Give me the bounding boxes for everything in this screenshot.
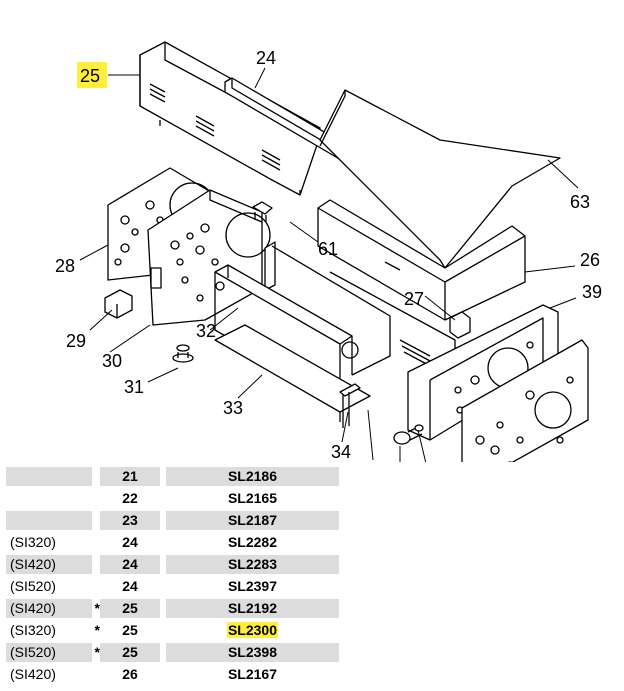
part-number-cell: SL2398: [166, 643, 339, 662]
table-row: (SI320) 24 SL2282: [6, 533, 339, 552]
table-row: (SI420)*25 SL2192: [6, 599, 339, 618]
item-cell: 24: [100, 555, 160, 574]
model-cell: [6, 467, 92, 486]
model-cell: (SI420): [10, 666, 56, 682]
exploded-parts-diagram: 25 24 63 26 27 28 29 30 31 32 33 34 35 3…: [55, 41, 602, 462]
callout-31: 31: [124, 377, 144, 397]
table-row: (SI420) 26 SL2167: [6, 665, 339, 684]
part-31-foot: [172, 344, 194, 363]
callout-24: 24: [256, 48, 276, 68]
model-cell: (SI420): [6, 555, 92, 574]
star-cell: [92, 533, 100, 552]
star-cell: [92, 555, 100, 574]
part-38-right-plate: [461, 339, 589, 462]
star-cell: *: [94, 622, 100, 638]
model-cell: [6, 489, 92, 508]
highlighted-part-number: SL2300: [226, 622, 279, 638]
part-26-rear-housing: [317, 199, 526, 321]
callout-26: 26: [580, 250, 600, 270]
star-cell: *: [94, 600, 100, 616]
part-36-screw: [393, 424, 424, 445]
star-cell: [92, 577, 100, 596]
part-number-cell: SL2282: [227, 534, 278, 550]
callout-29: 29: [66, 331, 86, 351]
part-63-lid: [319, 89, 561, 269]
table-row: (SI520)*25 SL2398: [6, 643, 339, 662]
item-cell: 23: [100, 511, 160, 530]
part-25-top-cover: [139, 41, 321, 196]
callouts: 25 24 63 26 27 28 29 30 31 32 33 34 35 3…: [55, 48, 602, 462]
callout-30: 30: [102, 351, 122, 371]
item-cell: 24: [122, 578, 138, 594]
part-34-clip: [339, 383, 361, 428]
table-row: 23 SL2187: [6, 511, 339, 530]
part-number-cell: SL2283: [166, 555, 339, 574]
part-32-chassis: [214, 245, 456, 403]
star-cell: [92, 467, 100, 486]
table-row: (SI320) * 25 SL2300: [6, 621, 339, 640]
part-61-bracket: [252, 201, 276, 291]
part-number-cell: SL2167: [227, 666, 278, 682]
leader-lines: [79, 67, 579, 462]
part-number-cell: SL2192: [166, 599, 339, 618]
item-cell: 21: [100, 467, 160, 486]
table-row: (SI420) 24 SL2283: [6, 555, 339, 574]
star-cell: [92, 511, 100, 530]
callout-25: 25: [80, 66, 100, 86]
part-33-base: [214, 324, 371, 422]
item-cell: 24: [122, 534, 138, 550]
callout-34: 34: [331, 442, 351, 462]
callout-27: 27: [404, 289, 424, 309]
item-cell: 25: [122, 622, 138, 638]
table-row: 22 SL2165: [6, 489, 339, 508]
model-cell: (SI320): [10, 534, 56, 550]
part-number-cell: SL2397: [227, 578, 278, 594]
part-29-knob: [104, 289, 133, 319]
star-cell: [92, 489, 100, 508]
item-cell: 25: [100, 599, 160, 618]
star-cell: [92, 665, 100, 684]
model-cell: (SI420): [6, 599, 92, 618]
part-27-block: [399, 311, 471, 369]
model-cell: (SI320): [10, 622, 56, 638]
part-number-cell: SL2300: [166, 621, 339, 640]
callout-63: 63: [570, 192, 590, 212]
callout-25-highlight: [77, 62, 107, 88]
callout-33: 33: [223, 398, 243, 418]
item-cell: 25: [100, 643, 160, 662]
callout-39: 39: [582, 282, 602, 302]
callout-32: 32: [196, 321, 216, 341]
table-row: 21 SL2186: [6, 467, 339, 486]
item-cell: 22: [122, 490, 138, 506]
part-number-cell: SL2165: [227, 490, 278, 506]
item-cell: 26: [122, 666, 138, 682]
part-30-left-panel: [147, 189, 271, 326]
model-cell: [6, 511, 92, 530]
part-number-cell: SL2186: [166, 467, 339, 486]
callout-28: 28: [55, 256, 75, 276]
part-number-cell: SL2187: [166, 511, 339, 530]
model-cell: (SI520): [10, 578, 56, 594]
callout-61: 61: [318, 239, 338, 259]
model-cell: (SI520): [6, 643, 92, 662]
table-row: (SI520) 24 SL2397: [6, 577, 339, 596]
star-cell: *: [94, 644, 100, 660]
